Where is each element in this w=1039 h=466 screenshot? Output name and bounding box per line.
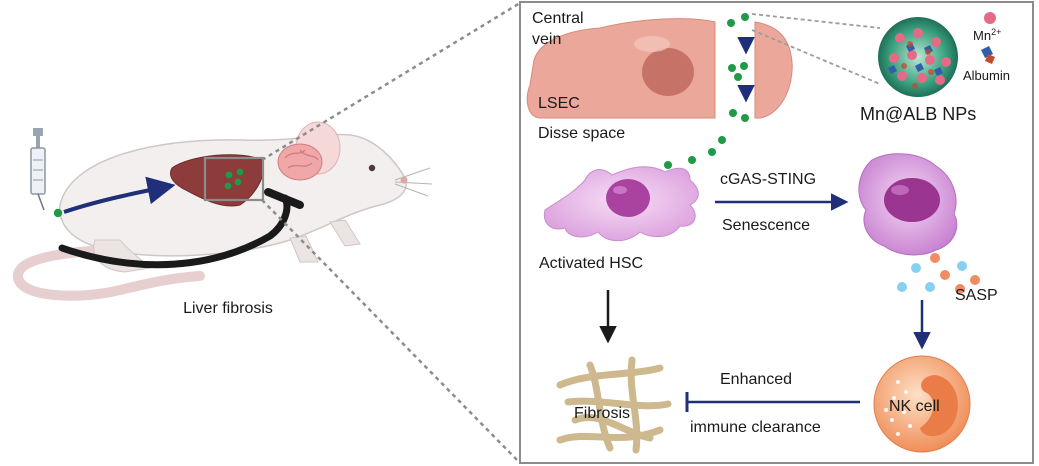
enhanced-label: Enhanced [720,371,792,388]
fibrosis-label: Fibrosis [574,405,630,422]
disse-space-label: Disse space [538,125,625,142]
zoom-box [203,156,265,202]
inhibition-arc [58,188,304,269]
zoom-guide-bottom [261,199,521,464]
np-zoom-guide-top [751,13,881,29]
sasp-label: SASP [955,287,998,304]
nanoparticle-stream [664,13,749,169]
activated-hsc-label: Activated HSC [539,255,643,272]
lsec-endothelium [526,18,793,119]
central-vein-label-1: Central [532,10,584,27]
albumin-icon [981,46,995,64]
nk-cell-icon [873,355,971,453]
senescence-label: Senescence [722,217,810,234]
immune-clearance-inhibition [685,392,860,412]
albumin-label: Albumin [963,68,1010,83]
mn-alb-nanoparticle-icon [878,17,958,97]
np-zoom-guide-bottom [751,29,881,85]
fibrosis-fibers-icon [556,356,672,454]
immune-clearance-label: immune clearance [690,419,821,436]
mouse-illustration [13,121,433,301]
cgas-sting-label: cGAS-STING [720,171,816,188]
liver-icon [169,154,264,207]
brain-icon [277,143,323,181]
sasp-factors-icon [897,253,980,294]
mn-alb-nps-label: Mn@ALB NPs [860,104,976,124]
zoom-guide-top [261,1,521,162]
mn-ion-label: Mn2+ [973,27,1001,43]
nk-cell-label: NK cell [889,398,940,415]
mn-ion-icon [984,12,996,24]
delivery-arrow [63,176,176,214]
liver-fibrosis-caption: Liver fibrosis [183,300,273,317]
senescent-hsc-cell-icon [858,153,958,256]
injected-nanoparticle [53,208,63,218]
central-vein-label-2: vein [532,31,561,48]
activated-hsc-cell-icon [543,166,699,242]
syringe-icon [30,128,46,211]
lsec-label: LSEC [538,95,580,112]
